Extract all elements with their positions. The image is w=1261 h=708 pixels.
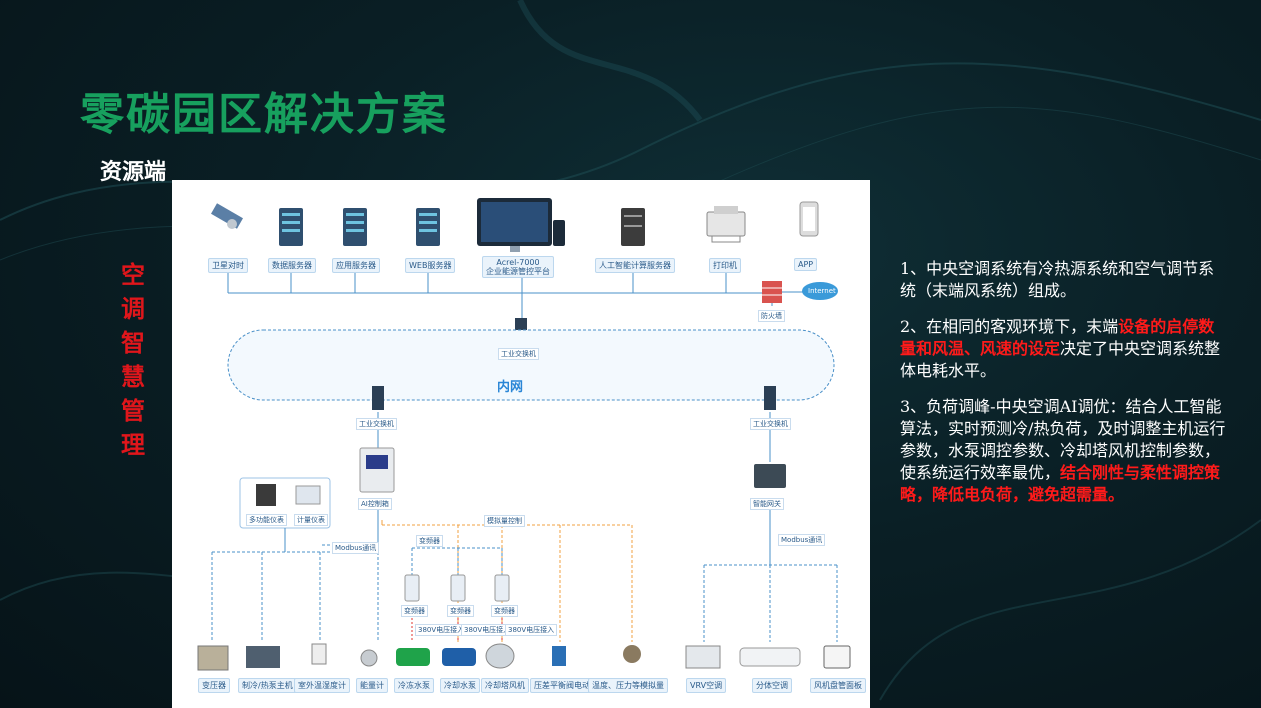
ai-server-icon: [621, 208, 645, 246]
paragraph-3: 3、负荷调峰-中央空调AI调优：结合人工智能算法，实时预测冷/热负荷，及时调整主…: [900, 397, 1226, 504]
label-transformer: 变压器: [198, 678, 230, 693]
meter-icon-1: [256, 484, 276, 506]
label-modbus-left: Modbus通讯: [332, 542, 380, 554]
switch-icon-right: [764, 386, 776, 410]
phone-icon: [799, 201, 819, 237]
label-firewall: 防火墙: [758, 310, 785, 322]
gateway-icon: [754, 464, 786, 488]
thermostat-icon: [823, 645, 851, 669]
ai-box-icon: [359, 447, 395, 493]
label-cooling-pump: 冷却水泵: [440, 678, 480, 693]
label-valve: 压差平衡阀电动阀: [530, 678, 602, 693]
chiller-icon: [246, 646, 280, 668]
label-switch-left: 工业交换机: [356, 418, 397, 430]
meter-icon-2: [295, 485, 321, 505]
vfd-icon-3: [494, 574, 510, 602]
label-switch-top: 工业交换机: [498, 348, 539, 360]
page-title: 零碳园区解决方案: [80, 89, 448, 140]
highlight-3: 结合刚性与柔性调控策略，降低电负荷，避免超需量。: [900, 463, 1221, 504]
thermometer-icon: [311, 643, 327, 665]
printer-icon: [706, 206, 746, 243]
label-analog-sensor: 温度、压力等模拟量: [588, 678, 668, 693]
label-outdoor-sensor: 室外温湿度计: [294, 678, 350, 693]
cooling-pump-icon: [442, 648, 476, 666]
label-vfd-1: 变频器: [401, 605, 428, 617]
vertical-label: 空调智慧管理: [121, 260, 145, 459]
split-ac-icon: [739, 647, 801, 667]
label-meter-2: 计量仪表: [294, 514, 328, 526]
label-modbus-right: Modbus通讯: [778, 534, 826, 546]
server-icon-2: [343, 208, 367, 246]
label-vfd-2: 变频器: [447, 605, 474, 617]
label-data-server: 数据服务器: [268, 258, 316, 273]
label-switch-right: 工业交换机: [750, 418, 791, 430]
vfd-icon-1: [404, 574, 420, 602]
label-380v-1: 380V电压接入: [415, 624, 468, 636]
cooling-tower-icon: [485, 643, 515, 669]
paragraph-1: 1、中央空调系统有冷热源系统和空气调节系统（末端风系统）组成。: [900, 259, 1215, 300]
energy-meter-icon: [360, 649, 378, 667]
label-printer: 打印机: [709, 258, 741, 273]
vrv-icon: [685, 645, 721, 669]
paragraph-2: 2、在相同的客观环境下，末端设备的启停数量和风温、风速的设定决定了中央空调系统整…: [900, 317, 1221, 380]
label-chiller: 制冷/热泵主机: [238, 678, 297, 693]
section-subtitle: 资源端: [100, 159, 167, 185]
label-cooling-tower: 冷却塔风机: [481, 678, 529, 693]
label-internet: Internet: [808, 287, 836, 295]
cloud-icon: [802, 282, 838, 300]
satellite-icon: [211, 203, 243, 229]
label-app: APP: [794, 258, 818, 271]
label-380v-3: 380V电压接入: [505, 624, 558, 636]
switch-icon-left: [372, 386, 384, 410]
vfd-icon-2: [450, 574, 466, 602]
network-diagram: 卫星对时 数据服务器 应用服务器 WEB服务器 Acrel-7000 企业能源管…: [172, 180, 870, 708]
label-energy-meter: 能量计: [356, 678, 388, 693]
label-platform: Acrel-7000 企业能源管控平台: [482, 256, 554, 278]
label-ai-server: 人工智能计算服务器: [595, 258, 675, 273]
description-text: 1、中央空调系统有冷热源系统和空气调节系统（末端风系统）组成。 2、在相同的客观…: [900, 258, 1230, 520]
monitor-icon: [477, 198, 565, 252]
label-intranet: 内网: [497, 380, 524, 395]
label-ai-box: AI控制箱: [358, 498, 392, 510]
label-web-server: WEB服务器: [405, 258, 456, 273]
label-meter-1: 多功能仪表: [246, 514, 287, 526]
highlight-2: 设备的启停数量和风温、风速的设定: [900, 317, 1215, 358]
label-analog-control: 模拟量控制: [484, 515, 525, 527]
label-vrv: VRV空调: [686, 678, 727, 693]
valve-icon: [552, 646, 566, 666]
server-icon-1: [279, 208, 303, 246]
sensor-icon: [623, 645, 641, 663]
firewall-icon: [762, 281, 782, 303]
label-vfd-top: 变频器: [416, 535, 443, 547]
label-chilled-pump: 冷冻水泵: [394, 678, 434, 693]
transformer-icon: [197, 645, 229, 671]
label-satellite: 卫星对时: [208, 258, 248, 273]
label-split-ac: 分体空调: [752, 678, 792, 693]
server-icon-3: [416, 208, 440, 246]
chilled-pump-icon: [396, 648, 430, 666]
label-gateway: 智能网关: [750, 498, 784, 510]
label-app-server: 应用服务器: [332, 258, 380, 273]
label-vfd-3: 变频器: [491, 605, 518, 617]
label-fcu-panel: 风机盘管面板: [810, 678, 866, 693]
